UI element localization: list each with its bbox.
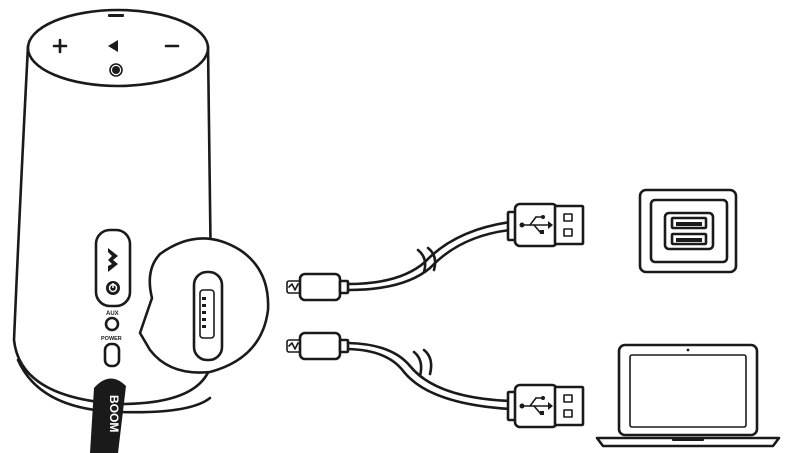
aux-port[interactable] — [104, 316, 120, 332]
usb-cable-to-charger — [286, 202, 585, 302]
aux-label: AUX — [106, 311, 119, 317]
usb-icon — [519, 396, 553, 415]
wall-usb-charger — [638, 188, 738, 274]
usb-slot[interactable] — [670, 216, 708, 230]
power-icon[interactable] — [106, 281, 120, 295]
play-icon[interactable] — [108, 40, 118, 52]
status-light — [108, 14, 124, 17]
plus-icon[interactable] — [52, 38, 68, 54]
power-port[interactable] — [103, 342, 121, 368]
port-zoom-callout — [138, 237, 270, 374]
usb-icon — [519, 215, 553, 234]
power-label: POWER — [101, 336, 122, 342]
bluetooth-icon[interactable] — [108, 248, 118, 272]
usb-slot[interactable] — [670, 232, 708, 246]
speaker: AUX POWER BOOM — [12, 8, 214, 453]
gear-icon[interactable] — [109, 63, 123, 77]
speaker-strap: BOOM — [90, 378, 126, 453]
laptop — [595, 343, 781, 448]
brand-label: BOOM — [107, 395, 121, 432]
usb-cable-to-laptop — [286, 331, 585, 429]
micro-usb-port-zoom — [192, 270, 224, 362]
